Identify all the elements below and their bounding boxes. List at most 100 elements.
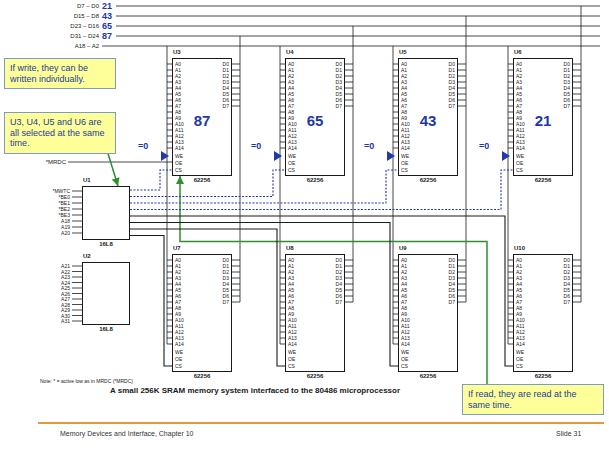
control-pin: OE <box>516 160 523 166</box>
address-pin: A5 <box>288 91 294 97</box>
address-pin: A3 <box>288 79 294 85</box>
address-pin: A11 <box>288 127 297 133</box>
data-pin: D4 <box>564 85 570 91</box>
byte-number: 87 <box>102 31 112 41</box>
address-pin: A6 <box>401 293 407 299</box>
data-bus-line <box>116 36 600 37</box>
data-pin-wire <box>458 70 466 71</box>
address-pin: A13 <box>175 335 184 341</box>
address-pin: A4 <box>516 281 522 287</box>
bus-name: D23 – D16 <box>70 22 99 30</box>
address-pin: A8 <box>401 109 407 115</box>
pin-signal: A28 <box>61 302 70 308</box>
data-pin-wire <box>573 302 581 303</box>
address-pin: A7 <box>175 103 181 109</box>
bus-name: D15 – D8 <box>74 12 99 20</box>
data-pin: D3 <box>449 79 455 85</box>
address-bus-tap <box>280 46 281 344</box>
data-pin-wire <box>573 278 581 279</box>
data-pin: D7 <box>336 299 342 305</box>
pld-input-wire <box>72 221 82 222</box>
control-pin: WE <box>288 153 296 159</box>
pin-signal: A29 <box>61 307 70 313</box>
address-pin: A13 <box>288 335 297 341</box>
address-pin: A9 <box>175 311 181 317</box>
byte-number: 21 <box>102 1 112 11</box>
address-pin: A1 <box>288 67 294 73</box>
address-pin: A12 <box>516 329 525 335</box>
address-pin: A4 <box>401 281 407 287</box>
address-pin: A5 <box>516 91 522 97</box>
data-pin-wire <box>345 272 353 273</box>
data-pin-wire <box>345 76 353 77</box>
address-pin: A12 <box>175 329 184 335</box>
pld-input-wire <box>72 299 82 300</box>
data-pin-wire <box>573 284 581 285</box>
address-pin: A2 <box>175 73 181 79</box>
data-pin: D5 <box>223 91 229 97</box>
data-pin: D2 <box>449 73 455 79</box>
data-pin-wire <box>232 82 240 83</box>
slide-footer: Slide 31 <box>556 430 581 438</box>
address-pin: A0 <box>516 257 522 263</box>
data-pin-wire <box>232 76 240 77</box>
part-number: 62256 <box>286 177 344 184</box>
part-number: 62256 <box>514 177 572 184</box>
address-pin: A9 <box>516 115 522 121</box>
pin-signal: A30 <box>61 313 70 319</box>
pld-chip: U216L8 <box>82 262 130 325</box>
data-pin-wire <box>458 100 466 101</box>
data-pin-wire <box>232 106 240 107</box>
pld-input-wire <box>72 266 82 267</box>
address-pin: A2 <box>516 269 522 275</box>
address-pin: A4 <box>516 85 522 91</box>
pin-signal: A22 <box>61 269 70 275</box>
address-pin: A0 <box>288 61 294 67</box>
control-pin: OE <box>516 356 523 362</box>
chip-name: U5 <box>399 49 407 56</box>
address-pin: A13 <box>516 335 525 341</box>
address-pin: A7 <box>401 299 407 305</box>
address-pin: A8 <box>288 109 294 115</box>
address-pin: A5 <box>401 287 407 293</box>
pin-signal: A18 <box>61 218 70 224</box>
data-pin: D3 <box>564 275 570 281</box>
pld-input-wire <box>72 304 82 305</box>
data-pin: D0 <box>223 257 229 263</box>
data-pin: D6 <box>449 97 455 103</box>
control-pin: CS <box>516 167 523 173</box>
data-pin-wire <box>458 272 466 273</box>
chip-name: U7 <box>173 245 181 252</box>
chip-name: U9 <box>399 245 407 252</box>
address-pin: A10 <box>401 317 410 323</box>
data-pin: D0 <box>449 61 455 67</box>
control-pin: CS <box>516 363 523 369</box>
chip-select-wire <box>130 223 398 367</box>
part-number: 62256 <box>399 373 457 380</box>
pin-signal: A19 <box>61 224 70 230</box>
data-pin: D3 <box>336 79 342 85</box>
data-pin-wire <box>232 70 240 71</box>
data-pin-wire <box>573 106 581 107</box>
control-pin: OE <box>401 356 408 362</box>
data-pin: D0 <box>336 61 342 67</box>
data-pin-wire <box>458 260 466 261</box>
data-pin: D0 <box>564 61 570 67</box>
address-pin: A5 <box>175 287 181 293</box>
address-pin: A6 <box>288 97 294 103</box>
address-pin: A7 <box>516 299 522 305</box>
part-number: 16L8 <box>83 241 129 248</box>
data-pin-wire <box>458 290 466 291</box>
address-pin: A4 <box>401 85 407 91</box>
pld-input-wire <box>72 277 82 278</box>
chip-select-wire <box>130 236 172 367</box>
data-pin: D1 <box>336 67 342 73</box>
data-pin-wire <box>232 278 240 279</box>
address-pin: A14 <box>288 341 297 347</box>
control-pin: CS <box>288 363 295 369</box>
address-pin: A10 <box>175 121 184 127</box>
address-bus-tap <box>167 46 168 344</box>
data-pin: D4 <box>564 281 570 287</box>
data-pin-wire <box>573 76 581 77</box>
byte-number: 65 <box>286 113 344 129</box>
